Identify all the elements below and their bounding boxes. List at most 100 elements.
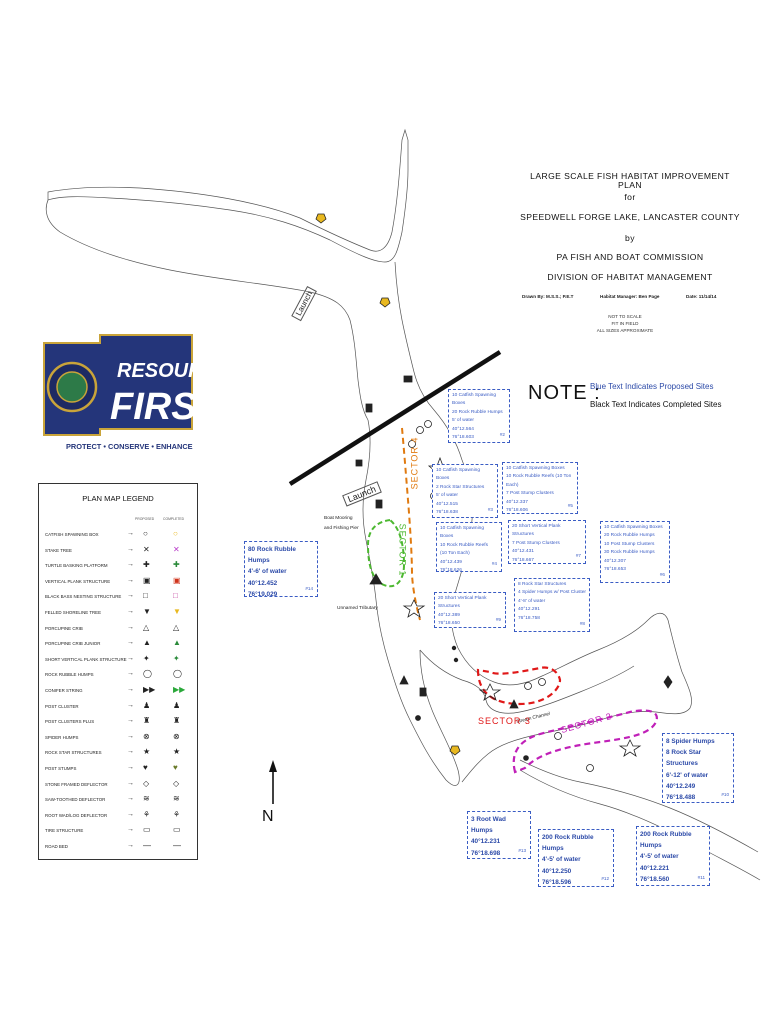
legend-row: PORCUPINE CRIB→△△ bbox=[43, 622, 193, 636]
unnamed-tributary-label: Unnamed Tributary bbox=[337, 606, 378, 611]
site-box-line: 76°18.698 bbox=[471, 849, 501, 857]
legend-item-label: ROOT WAD/LOG DEFLECTOR bbox=[45, 812, 108, 818]
legend-arrow-icon: → bbox=[127, 608, 134, 615]
legend-arrow-icon: → bbox=[127, 748, 134, 756]
site-box-line: 10 Rock Rubble Reefs bbox=[440, 542, 488, 548]
legend-proposed-symbol-icon: ≋ bbox=[143, 794, 150, 804]
site-box-line: 76°18.758 bbox=[518, 615, 540, 621]
legend-arrow-icon: → bbox=[127, 592, 134, 600]
legend-proposed-symbol-icon: ♟ bbox=[143, 700, 151, 710]
legend-item-label: CATFISH SPAWNING BOX bbox=[45, 532, 99, 537]
site-box-line: 40°12.250 bbox=[542, 867, 572, 875]
site-box-line: 4 Spider Humps w/ Post Cluster bbox=[518, 590, 586, 596]
site-box-line: 76°18.560 bbox=[640, 875, 670, 883]
logo-name-resource: RESOURCE bbox=[117, 360, 198, 382]
title-line-5: PA FISH AND BOAT COMMISSION bbox=[556, 252, 704, 262]
habitat-manager: Habitat Manager: Ben Page bbox=[600, 294, 660, 299]
legend-row: TIRE STRUCTURE→▭▭ bbox=[43, 824, 193, 838]
legend-item-label: STONE FRAMED DEFLECTOR bbox=[45, 781, 108, 787]
site-box-line: 40°12.439 bbox=[440, 559, 462, 565]
legend-proposed-symbol-icon: ▲ bbox=[143, 638, 151, 648]
site-box-line: 3 Root Wad Humps bbox=[471, 816, 506, 835]
site-box-number: #10 bbox=[721, 791, 729, 797]
legend-item-label: POST CLUSTER bbox=[45, 703, 79, 709]
legend-row: ROOT WAD/LOG DEFLECTOR→⚘⚘ bbox=[43, 809, 193, 823]
legend-arrow-icon: → bbox=[127, 842, 134, 849]
site-box-line: 40°12.337 bbox=[506, 499, 528, 505]
site-box-line: 10 Catfish Spawning Boxes bbox=[436, 468, 480, 482]
legend-row: FELLED SHORELINE TREE→▼▼ bbox=[43, 606, 193, 620]
site-box-line: 76°18.650 bbox=[438, 621, 460, 627]
sector-4-label: SECTOR 4 bbox=[409, 436, 420, 490]
legend-completed-symbol-icon: ♟ bbox=[173, 700, 181, 710]
legend-item-label: PORCUPINE CRIB bbox=[45, 625, 83, 631]
site-box-number: #13 bbox=[518, 847, 526, 853]
legend-item-label: FELLED SHORELINE TREE bbox=[45, 610, 102, 615]
legend-completed-symbol-icon: ✚ bbox=[173, 560, 180, 570]
site-box-line: 4'-6' of water bbox=[248, 568, 287, 576]
boat-mooring-label: Boat Mooring bbox=[324, 516, 353, 521]
site-box-number: #5 bbox=[567, 502, 573, 508]
legend-item-label: VERTICAL PLANK STRUCTURE bbox=[45, 578, 111, 584]
legend-arrow-icon: → bbox=[127, 732, 134, 740]
site-box-line: 76°19.029 bbox=[248, 590, 278, 598]
legend-item-label: POST STUMPS bbox=[45, 766, 77, 771]
site-box-line: 8 Rock Star Structures bbox=[666, 749, 702, 768]
legend-arrow-icon: → bbox=[127, 545, 134, 553]
note-black-text: Black Text Indicates Completed Sites bbox=[590, 400, 722, 409]
legend-arrow-icon: → bbox=[127, 530, 134, 537]
legend-row: SPIDER HUMPS→⊗⊗ bbox=[43, 731, 193, 745]
site-box-number: #14 bbox=[305, 585, 313, 591]
note-sizes-approximate: ALL SIZES APPROXIMATE bbox=[596, 327, 654, 333]
legend-item-label: ROAD BED bbox=[45, 844, 68, 849]
legend-arrow-icon: → bbox=[127, 779, 134, 787]
legend-row: VERTICAL PLANK STRUCTURE→▣▣ bbox=[43, 575, 193, 589]
sector-3-label: SECTOR 3 bbox=[478, 716, 531, 726]
legend-arrow-icon: → bbox=[127, 639, 134, 647]
site-box-line: 200 Rock Rubble Humps bbox=[542, 834, 594, 853]
legend-proposed-symbol-icon: ○ bbox=[143, 529, 148, 538]
legend-arrow-icon: → bbox=[127, 701, 134, 709]
logo-artwork: RESOURCE FIRST PROTECT • CONSERVE • ENHA… bbox=[43, 334, 231, 451]
sector-3-outline bbox=[476, 666, 562, 706]
site-box-line: 76°18.603 bbox=[452, 434, 474, 440]
title-line-1: LARGE SCALE FISH HABITAT IMPROVEMENT PLA… bbox=[530, 171, 730, 190]
legend-proposed-symbol-icon: ♜ bbox=[143, 716, 151, 726]
legend-proposed-symbol-icon: □ bbox=[143, 591, 148, 601]
legend-col-completed: COMPLETED bbox=[163, 517, 185, 521]
legend-proposed-symbol-icon: ▶▶ bbox=[143, 685, 156, 694]
legend-title: PLAN MAP LEGEND bbox=[82, 494, 154, 503]
legend-proposed-symbol-icon: ★ bbox=[143, 747, 151, 757]
site-box-line: 40°12.291 bbox=[518, 607, 540, 613]
legend-completed-symbol-icon: ▼ bbox=[173, 607, 181, 616]
legend-row: SHORT VERTICAL PLANK STRUCTURE→✦✦ bbox=[43, 653, 193, 667]
legend-arrow-icon: → bbox=[127, 670, 134, 678]
legend-item-label: CONIFER STRING bbox=[45, 688, 83, 693]
habitat-structure-markers bbox=[315, 213, 673, 772]
legend-row: CATFISH SPAWNING BOX→○○ bbox=[43, 528, 193, 542]
legend-proposed-symbol-icon: ▭ bbox=[143, 825, 151, 835]
legend-item-label: TIRE STRUCTURE bbox=[45, 828, 84, 834]
legend-row: CONIFER STRING→▶▶▶▶ bbox=[43, 684, 193, 698]
legend-item-label: TURTLE BASKING PLATFORM bbox=[45, 563, 108, 569]
legend-completed-symbol-icon: ✕ bbox=[173, 544, 180, 554]
site-box-line: 40°12.307 bbox=[604, 558, 626, 564]
title-line-6: DIVISION OF HABITAT MANAGEMENT bbox=[547, 272, 713, 282]
sector-2-outline bbox=[512, 709, 658, 774]
sector-1-outline bbox=[366, 518, 406, 588]
legend-row: ROAD BED→—— bbox=[43, 840, 193, 854]
legend-arrow-icon: → bbox=[127, 686, 134, 693]
site-box-line: 76°18.653 bbox=[604, 566, 626, 572]
legend-proposed-symbol-icon: ♥ bbox=[143, 763, 148, 772]
site-box-line: 20 Rock Rubble Humps bbox=[604, 533, 655, 539]
site-box-line: 10 Catfish Spawning Boxes bbox=[440, 526, 484, 540]
legend-completed-symbol-icon: ♜ bbox=[173, 716, 181, 726]
legend-item-label: SPIDER HUMPS bbox=[45, 734, 79, 740]
legend-item-label: SHORT VERTICAL PLANK STRUCTURE bbox=[45, 656, 127, 662]
legend-proposed-symbol-icon: △ bbox=[143, 622, 150, 632]
